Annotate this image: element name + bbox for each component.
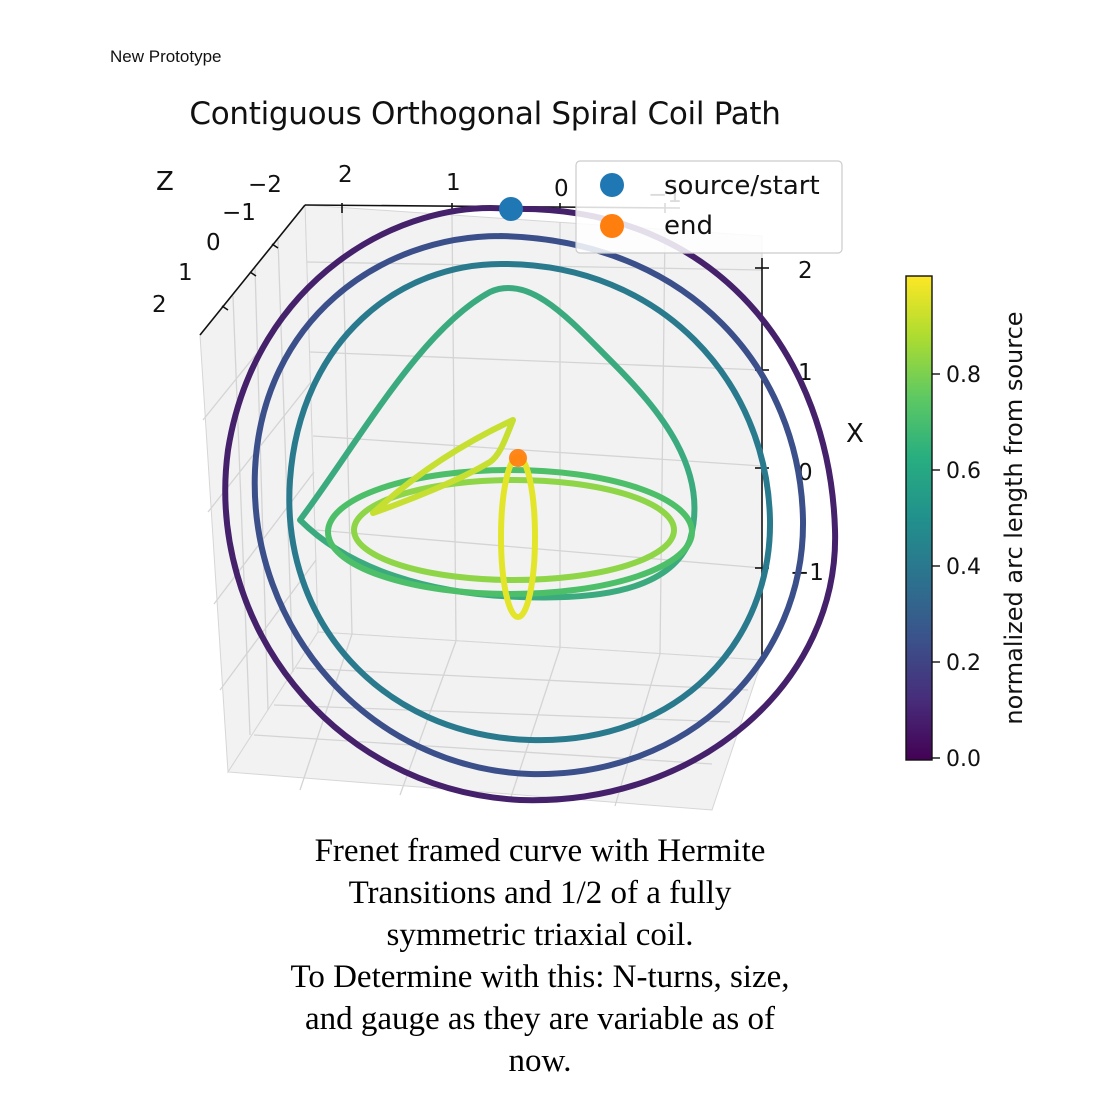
legend-marker-end xyxy=(600,214,624,238)
colorbar-tick-label: 0.4 xyxy=(946,555,981,580)
chart-title: Contiguous Orthogonal Spiral Coil Path xyxy=(189,96,781,132)
z-tick-label: 0 xyxy=(206,230,221,256)
y-tick-label: 1 xyxy=(446,170,461,196)
hermite-transition xyxy=(370,417,516,516)
colorbar-tick-label: 0.0 xyxy=(946,747,981,772)
caption-line: symmetric triaxial coil. xyxy=(386,917,694,953)
caption-line: Transitions and 1/2 of a fully xyxy=(348,875,732,911)
z-axis-line xyxy=(199,204,306,336)
legend: source/start end xyxy=(575,160,843,254)
colorbar-tick-label: 0.6 xyxy=(946,459,981,484)
horizontal-ellipse-2 xyxy=(351,477,677,583)
colorbar: 0.0 0.2 0.4 0.6 0.8 normalized arc lengt… xyxy=(905,275,1028,772)
legend-entry-end: end xyxy=(664,211,713,241)
z-tick-label: −2 xyxy=(248,172,282,198)
colorbar-label: normalized arc length from source xyxy=(1000,311,1028,724)
y-tick-label: 0 xyxy=(554,176,569,202)
colorbar-gradient xyxy=(905,275,933,761)
legend-entry-source-start: source/start xyxy=(664,171,820,201)
colorbar-tick-label: 0.2 xyxy=(946,651,981,676)
marker-source-start xyxy=(499,197,523,221)
marker-end xyxy=(509,449,527,467)
legend-marker-source-start xyxy=(600,173,624,197)
outer-ring-2 xyxy=(251,233,807,778)
outer-ring-3 xyxy=(286,260,774,744)
caption-line: Frenet framed curve with Hermite xyxy=(314,833,766,869)
colorbar-tick-label: 0.8 xyxy=(946,363,981,388)
outer-ring-1 xyxy=(222,205,839,804)
z-tick-label: −1 xyxy=(222,200,256,226)
x-tick-label: 2 xyxy=(798,258,813,284)
caption-line: To Determine with this: N-turns, size, xyxy=(290,959,790,995)
caption-line: now. xyxy=(508,1043,572,1079)
coil-path xyxy=(222,205,839,804)
document-label: New Prototype xyxy=(110,47,222,66)
caption: Frenet framed curve with Hermite Transit… xyxy=(220,830,860,1082)
floor-pane xyxy=(227,631,763,811)
legend-box xyxy=(575,160,843,254)
z-tick-label: 1 xyxy=(178,260,193,286)
z-axis-label: Z xyxy=(156,167,174,197)
caption-line: and gauge as they are variable as of xyxy=(304,1001,776,1037)
z-tick-label: 2 xyxy=(152,292,167,318)
y-tick-label: 2 xyxy=(338,162,353,188)
x-axis-label: X xyxy=(846,419,864,449)
